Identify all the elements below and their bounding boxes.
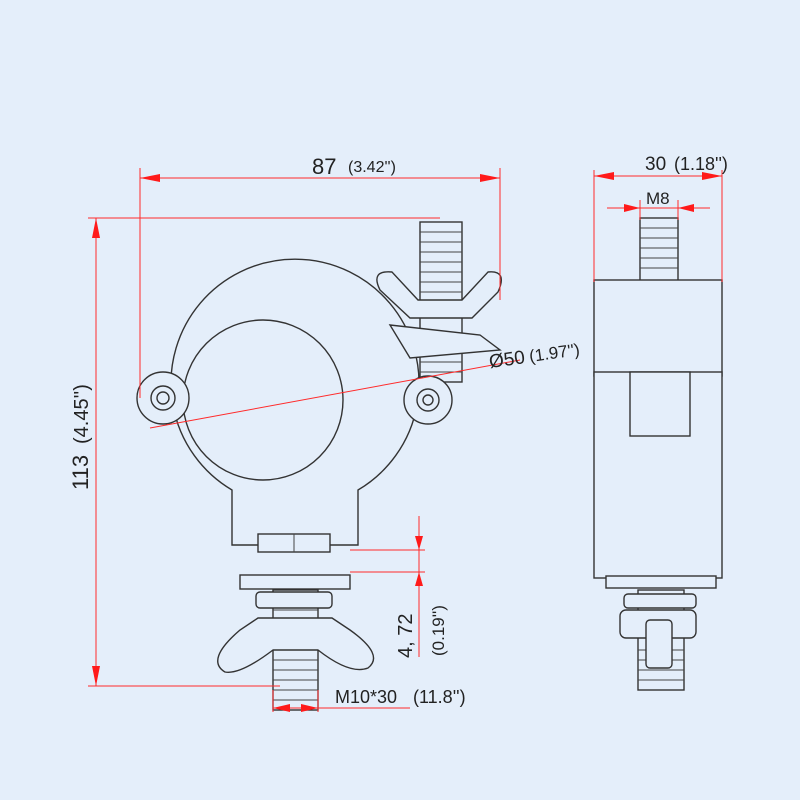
bolt-label: M10*30 <box>335 687 397 707</box>
height-label: 113 <box>68 455 93 490</box>
height-in-label: (4.45'') <box>71 384 93 444</box>
side-spring <box>623 593 697 609</box>
width-side-label: 30 <box>645 154 666 175</box>
gap-label: 4, 72 <box>395 614 417 658</box>
bolt-in-label: (11.8'') <box>413 687 466 707</box>
top-wing-nut <box>376 271 502 319</box>
lever <box>388 324 502 359</box>
side-upper-block <box>593 279 723 377</box>
dimension-lines <box>88 168 723 712</box>
washer <box>239 574 351 590</box>
diameter-label: Ø50 <box>488 347 526 373</box>
spring <box>255 591 333 609</box>
side-view <box>593 217 723 691</box>
front-view <box>136 221 502 711</box>
width-front-in-label: (3.42'') <box>348 159 396 176</box>
bore-circle <box>182 319 344 481</box>
gap-in-label: (0.19'') <box>429 605 448 656</box>
side-notch <box>629 371 691 437</box>
diameter-in-label: (1.97'') <box>528 340 581 366</box>
width-front-label: 87 <box>312 154 336 179</box>
width-side-in-label: (1.18'') <box>674 154 728 174</box>
top-bolt-label: M8 <box>646 189 670 208</box>
side-washer <box>605 575 717 589</box>
side-top-bolt <box>639 217 679 284</box>
bottom-wing-nut <box>217 617 375 674</box>
